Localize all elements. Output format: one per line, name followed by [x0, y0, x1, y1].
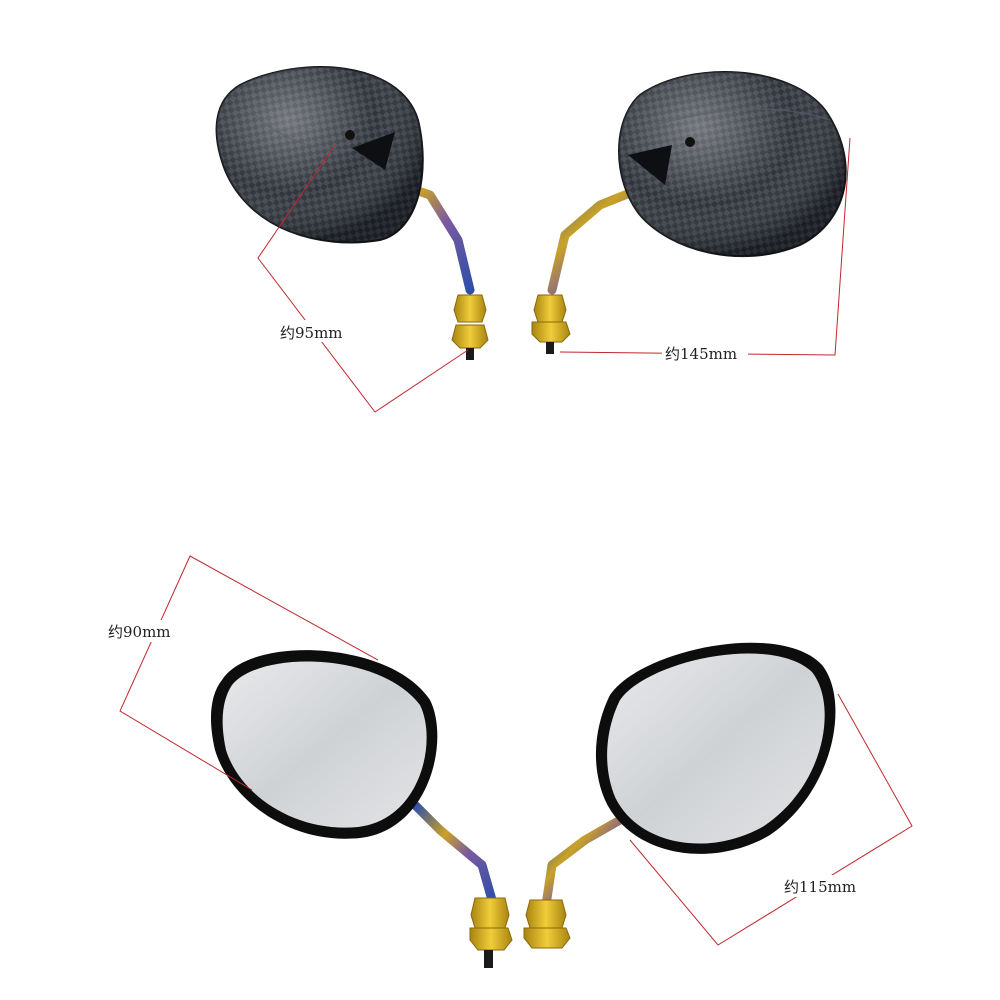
mirror-front-right [523, 642, 836, 949]
dim-label-115: 约115mm [784, 878, 856, 896]
mirror-back-right [531, 71, 847, 354]
dim-line-145 [559, 137, 851, 356]
dim-label-90: 约90mm [108, 623, 171, 641]
dim-label-95: 约95mm [280, 324, 343, 342]
mirror-back-left [215, 66, 489, 360]
dim-label-145: 约145mm [665, 345, 737, 363]
dimension-lines [119, 137, 913, 946]
mirror-front-left [210, 650, 513, 968]
